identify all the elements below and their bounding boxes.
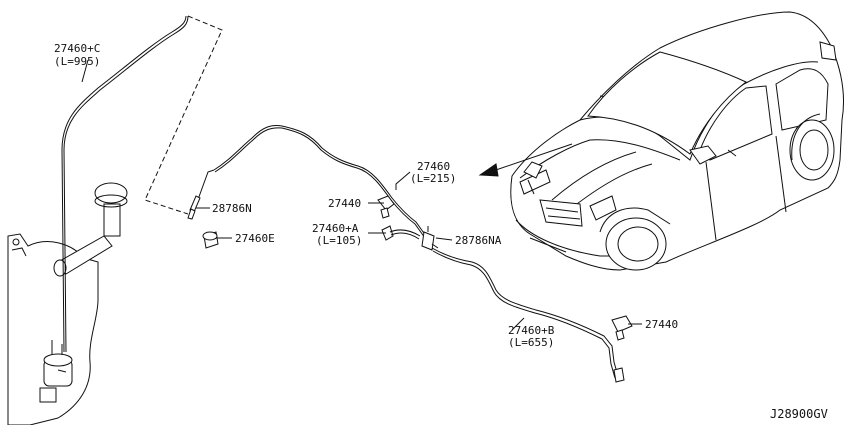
reference-arrow <box>478 143 573 177</box>
label-hose-27460-a-length: (L=105) <box>316 234 362 247</box>
diagram-code: J28900GV <box>770 407 828 421</box>
label-nozzle-27440-lower: 27440 <box>645 318 678 331</box>
joint-28786na <box>421 226 439 251</box>
label-hose-27460-a: 27460+A <box>312 222 359 235</box>
hose-27460-b <box>431 247 619 377</box>
label-hose-27460-b-length: (L=655) <box>508 336 554 349</box>
label-hose-27460-b: 27460+B <box>508 324 555 337</box>
label-hose-27460-length: (L=215) <box>410 172 456 185</box>
hose-27460-a <box>381 225 421 241</box>
hose-27460-c <box>61 15 187 353</box>
label-hose-27460-c-length: (L=995) <box>54 55 100 68</box>
nozzle-27440-lower <box>611 315 633 341</box>
vehicle-illustration <box>510 11 845 271</box>
label-clip-27460e: 27460E <box>235 232 275 245</box>
nozzle-27440-upper <box>377 195 395 219</box>
label-nozzle-27440-upper: 27440 <box>328 197 361 210</box>
label-joint-28786na: 28786NA <box>455 234 502 247</box>
hose-27460 <box>213 125 427 237</box>
clip-27460e <box>202 231 219 249</box>
label-check-valve-28786n: 28786N <box>212 202 252 215</box>
dashed-leader <box>144 15 223 215</box>
leader-lines <box>81 59 642 331</box>
label-hose-27460: 27460 <box>417 160 450 173</box>
label-hose-27460-c: 27460+C <box>54 42 100 55</box>
check-valve-28786n <box>187 169 215 220</box>
washer-tank <box>7 182 128 425</box>
